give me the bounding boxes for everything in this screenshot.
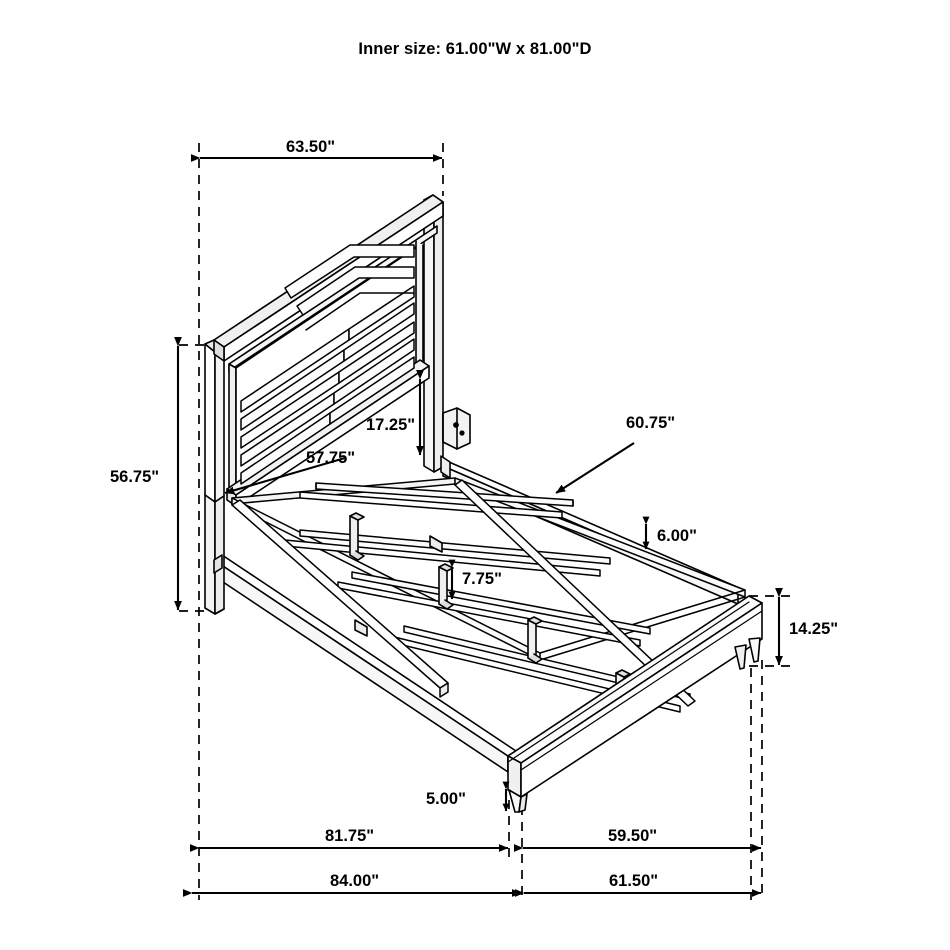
footboard-legs [508,637,761,813]
extension-guide-lines [179,143,794,900]
bed-illustration [204,194,763,813]
label-footboard-height: 14.25" [789,620,839,638]
label-width-overall: 61.50" [609,872,659,890]
label-rail-span: 60.75" [626,414,676,432]
headboard-left-post [204,339,225,503]
headboard-chevron-panel [240,244,415,485]
label-width-inner: 59.50" [608,827,658,845]
rail-mounting-bracket [442,407,471,450]
page-title: Inner size: 61.00"W x 81.00"D [358,40,592,58]
label-length-inner: 81.75" [325,827,375,845]
label-rail-thickness: 6.00" [657,527,697,545]
label-foot-leg-height: 5.00" [426,790,466,808]
headboard-lower-panel [204,494,225,615]
label-post-height: 57.75" [306,449,356,467]
headboard-assembly [204,194,444,507]
label-panel-drop: 17.25" [366,416,416,434]
dimension-lines [174,154,783,897]
leader-rail-span [555,442,635,494]
label-overall-height: 56.75" [110,468,160,486]
leader-post-height [224,456,346,495]
label-headboard-width: 63.50" [286,138,336,156]
footboard-front-face [520,602,763,798]
label-length-overall: 84.00" [330,872,380,890]
rail-hooks [354,535,443,637]
footboard-assembly [507,595,763,813]
label-center-leg-height: 7.75" [462,570,502,588]
